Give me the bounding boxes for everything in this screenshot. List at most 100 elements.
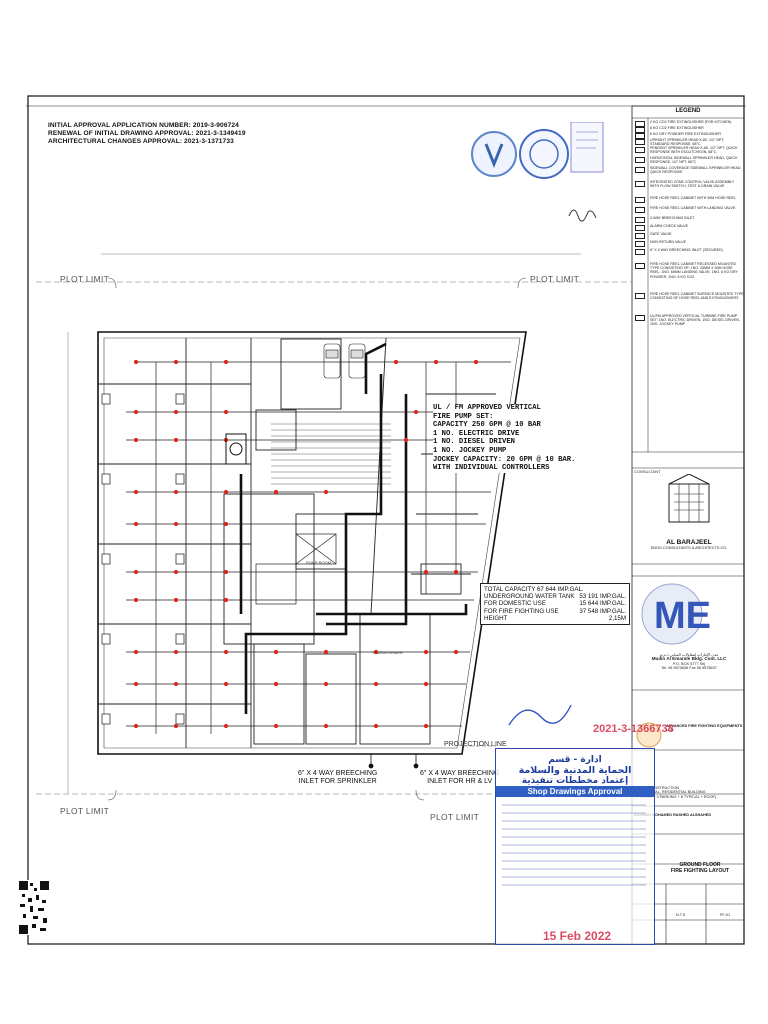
legend-item: UL/FM APPROVED VERTICAL TURBINE FIRE PUM… <box>650 314 740 327</box>
title-block-frame <box>631 105 745 945</box>
pump-room-label: PUMP ROOM <box>306 560 332 565</box>
subcontractor-logo <box>636 722 662 748</box>
pump-room-equipment <box>225 433 247 465</box>
contractor-pobox: P.O. BOX 5777 Shj <box>672 661 706 666</box>
consultant-subtitle: ENGG.CONSULTANTS & ARCHITECTS CO. <box>650 546 728 550</box>
legend-title: LEGEND <box>675 108 701 114</box>
stamp-arabic-3: إعتماد مخططات تنفيذية <box>521 776 629 786</box>
legend-item: PENDENT SPRINKLER HEAD K-80, 1/2" NPT, Q… <box>650 146 738 155</box>
ramp-hatch <box>271 423 391 485</box>
consultant-block: CONSULTANT AL BARAJEEL ENGG.CONSULTANTS … <box>634 469 744 550</box>
project-line-3: (GROUND + 3 PARKING + 8 TYPICAL + ROOF) <box>634 794 717 799</box>
project-owner: RAHMAN MOHAMED RASHED ALSHAHED <box>634 813 712 818</box>
lift-core <box>255 533 337 605</box>
stamp-approval-number: 2021-3-1366738 <box>593 723 674 735</box>
legend-symbol-icon <box>635 217 645 223</box>
breeching-inlet-symbols <box>368 754 419 769</box>
legend-item: 2-WAY BREECHING INLET <box>650 216 695 220</box>
capacity-title: TOTAL CAPACITY 67 644 IMP.GAL. <box>484 586 584 593</box>
approval-line-2: RENEWAL OF INITIAL DRAWING APPROVAL: 202… <box>48 130 246 137</box>
stamp-signature <box>508 704 572 726</box>
legend-symbol-icon <box>635 263 645 269</box>
legend-symbol-icon <box>635 233 645 239</box>
legend-item: FIRE HOSE REEL CABINET RECESSED MOUNTED … <box>650 262 738 279</box>
legend-panel: LEGEND <box>632 108 744 114</box>
legend-item: ALARM CHECK VALVE <box>650 224 689 228</box>
legend-item: INTEGRATED ZONE CONTROL VALVE ASSEMBLY W… <box>650 180 735 189</box>
water-capacity-note: TOTAL CAPACITY 67 644 IMP.GAL. UNDERGROU… <box>480 583 630 626</box>
legend-symbol-icon <box>635 139 645 145</box>
legend-item: SIDEWALL COVERAGE SIDEWALL SPRINKLER HEA… <box>650 166 742 175</box>
drawing-number: FF-01 <box>720 913 731 917</box>
contractor-name: Mudin Al Emarate Bldg. Cont. LLC <box>651 656 727 662</box>
building-outline <box>97 331 527 755</box>
legend-symbol-icon <box>635 249 645 255</box>
stamp-english: Shop Drawings Approval <box>496 786 654 797</box>
legend-symbol-icon <box>635 127 645 133</box>
qr-code <box>18 880 50 935</box>
drawing-title-block: GROUND FLOOR FIRE FIGHTING LAYOUT <box>660 862 740 874</box>
plot-limit-label-top-right: PLOT LIMIT <box>530 274 580 284</box>
approval-line-3: ARCHITECTURAL CHANGES APPROVAL: 2021-3-1… <box>48 138 234 145</box>
legend-symbol-icon <box>635 167 645 173</box>
stamp-fine-print <box>502 804 646 886</box>
legend-symbol-icon <box>635 121 645 127</box>
legend-item: 2 KG CO2 FIRE EXTINGUISHER (FOR KITCHEN) <box>650 120 732 124</box>
scale-value: N.T.S <box>676 913 686 917</box>
contractor-block: ME مدن الإمارات لمقاولات المباني ذ.م.م M… <box>634 576 744 671</box>
legend-symbol-icon <box>635 241 645 247</box>
signature <box>568 209 597 222</box>
consultant-header: CONSULTANT <box>634 469 661 474</box>
plot-limit-label-bottom-right: PLOT LIMIT <box>430 812 480 822</box>
breeching-inlet-hr-label: 6" X 4 WAY BREECHING INLET FOR HR & LV <box>420 770 500 785</box>
legend-item: FIRE HOSE REEL CABINET WITH LANDING VALV… <box>650 206 736 210</box>
approval-line-1: INITIAL APPROVAL APPLICATION NUMBER: 201… <box>48 122 239 129</box>
contractor-tel: Tel. 06 5573636 Fax 06 5573637 <box>661 666 717 671</box>
legend-item: HORIZONTAL SIDEWALL SPRINKLER HEAD, QUIC… <box>650 156 738 165</box>
legend-item: 6 KG DRY POWDER FIRE EXTINGUISHER <box>650 132 721 136</box>
plot-limit-label-top-left: PLOT LIMIT <box>60 274 110 284</box>
drawing-title-line-1: GROUND FLOOR <box>679 862 721 868</box>
legend-item: NON RETURN VALVE <box>650 240 687 244</box>
drawing-title-line-2: FIRE FIGHTING LAYOUT <box>670 868 730 874</box>
fire-pump-note: UL / FM APPROVED VERTICAL FIRE PUMP SET:… <box>433 404 623 473</box>
legend-symbol-icon <box>635 225 645 231</box>
legend-item: FIRE HOSE REEL CABINET WITH 30M HOSE REE… <box>650 196 736 200</box>
consultant-name: AL BARAJEEL <box>666 539 712 546</box>
breeching-inlet-sprinkler-label: 6" X 4 WAY BREECHING INLET FOR SPRINKLER <box>298 770 378 785</box>
stamp-arabic-2: الحماية المدنية والسلامة <box>518 765 632 776</box>
plot-limit-label-bottom-left: PLOT LIMIT <box>60 806 110 816</box>
legend-symbol-column <box>632 117 744 453</box>
sprinkler-branch-lines <box>126 361 511 734</box>
projection-line-label: PROJECTION LINE <box>444 741 507 748</box>
legend-item: 6" X 4 WAY BREECHING INLET (SECURED) <box>650 248 723 252</box>
legend-symbol-icon <box>635 315 645 321</box>
sprinkler-main-pipe <box>239 342 468 714</box>
legend-item: GATE VALVE <box>650 232 672 236</box>
legend-symbol-icon <box>635 197 645 203</box>
authority-stamps <box>471 122 604 179</box>
interior-walls <box>98 337 496 748</box>
subcontractor-block: ADVANCED FIRE FIGHTING EQUIPMENTS LLC <box>634 720 744 755</box>
legend-symbol-icon <box>635 293 645 299</box>
shop-drawing-approval-stamp: ادارة - قسم الحماية المدنية والسلامة إعت… <box>495 748 655 945</box>
transformer-label: TRANSFORMER <box>372 650 403 655</box>
project-line-1: UNDER CONSTRUCTION <box>634 786 680 790</box>
approval-info: INITIAL APPROVAL APPLICATION NUMBER: 201… <box>48 122 246 146</box>
contractor-arabic: مدن الإمارات لمقاولات المباني ذ.م.م <box>659 652 719 657</box>
legend-item: UPRIGHT SPRINKLER HEAD K-80, 1/2" NPT, S… <box>650 138 725 147</box>
parked-cars <box>323 343 366 379</box>
consultant-logo <box>668 473 710 523</box>
project-block: UNDER CONSTRUCTION COMMERCIAL, RESIDENTI… <box>634 786 744 818</box>
contractor-logo-text: ME <box>654 595 711 637</box>
stamp-arabic-1: ادارة - قسم <box>548 755 602 765</box>
drawing-sheet <box>26 94 748 950</box>
project-line-2: COMMERCIAL, RESIDENTIAL BUILDING <box>634 790 706 795</box>
legend-item: FIRE HOSE REEL CABINET SURFACE MOUNTED T… <box>650 292 744 301</box>
legend-symbol-icon <box>635 207 645 213</box>
legend-symbol-icon <box>635 181 645 187</box>
